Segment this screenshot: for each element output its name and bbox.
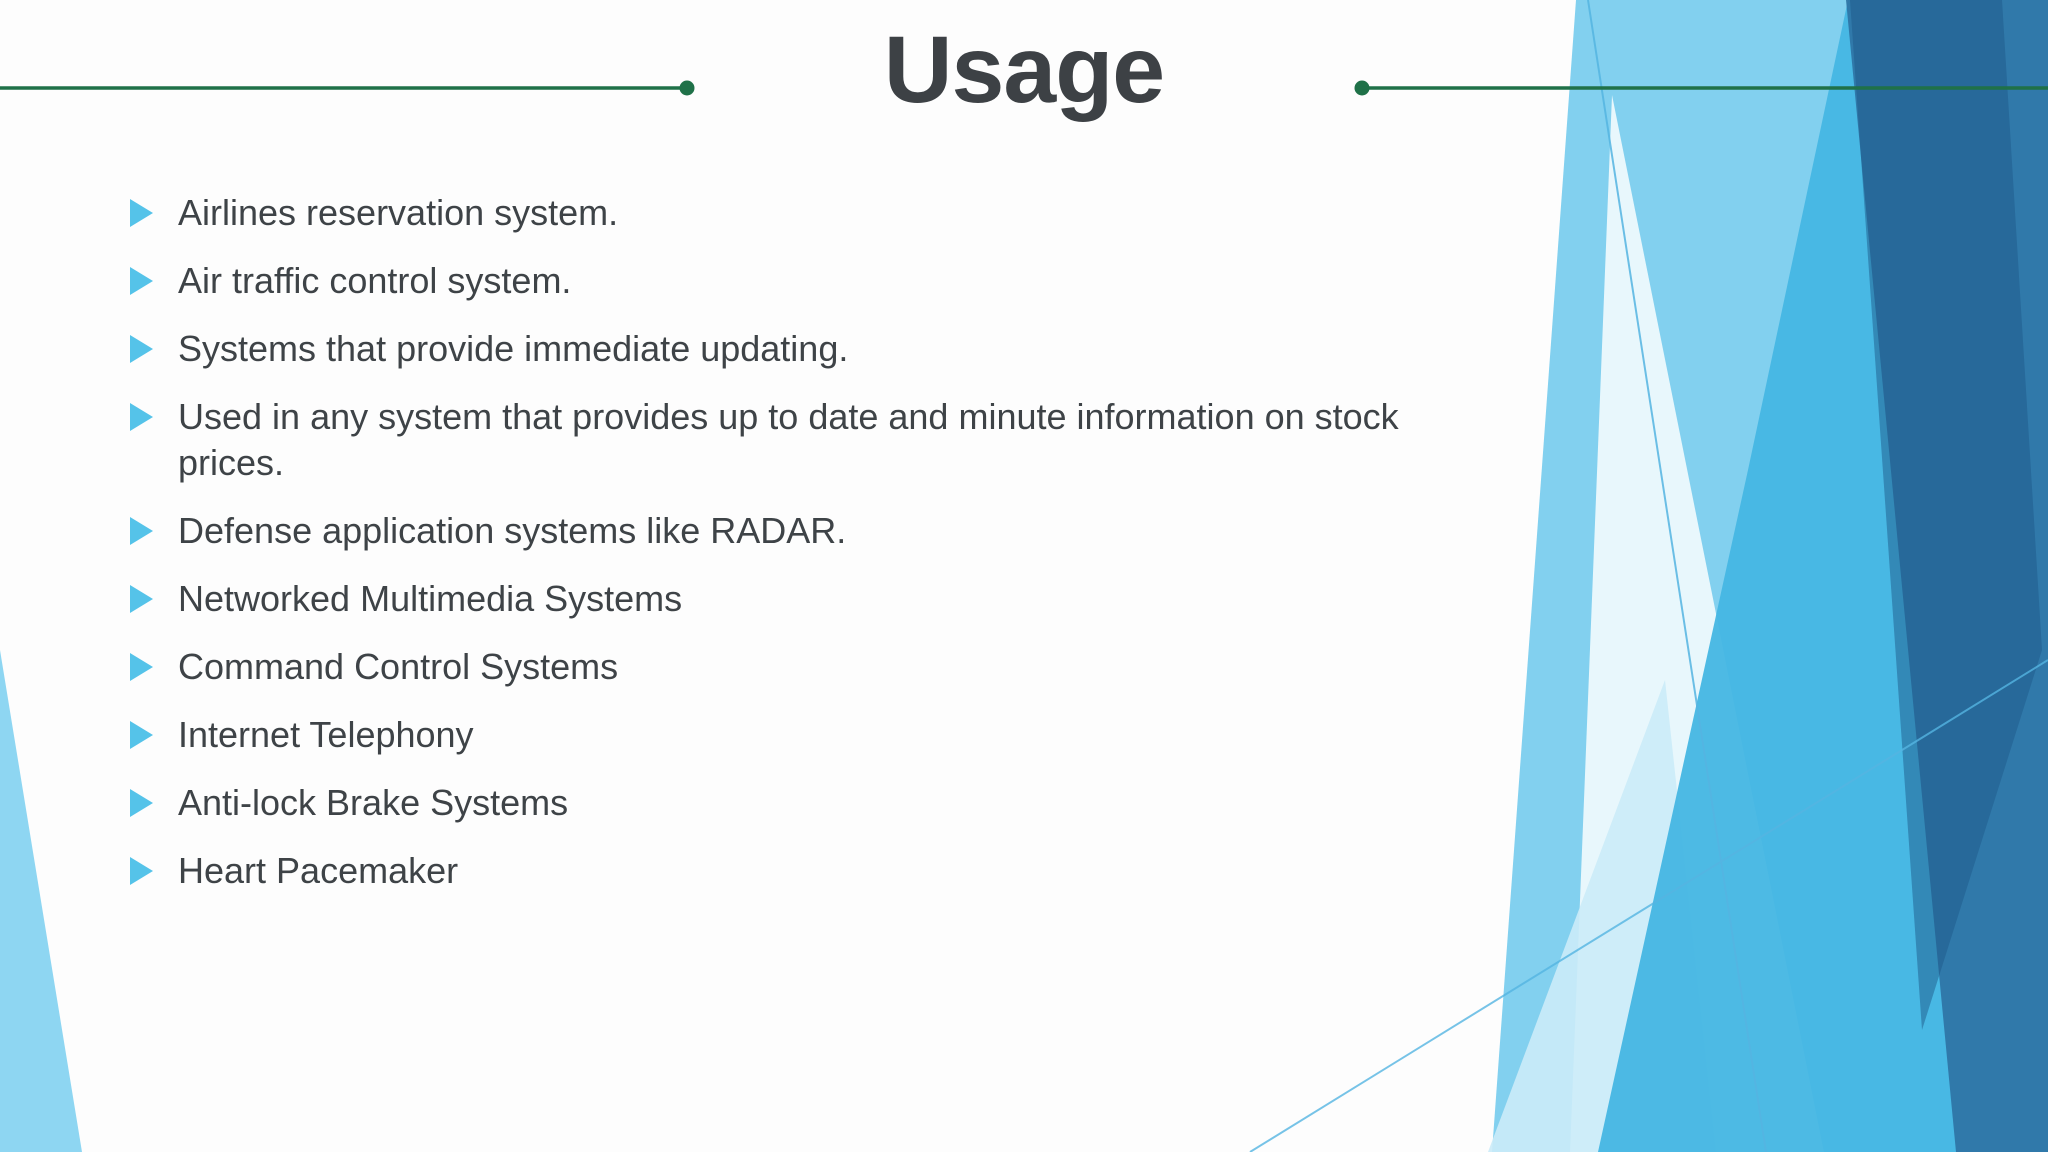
list-item-text: Internet Telephony xyxy=(178,714,474,755)
list-item: Systems that provide immediate updating. xyxy=(130,326,1498,372)
decoration-thin-line-vertical xyxy=(1587,0,1767,1152)
list-item: Internet Telephony xyxy=(130,712,1498,758)
bullet-triangle-icon xyxy=(130,857,153,885)
list-item: Command Control Systems xyxy=(130,644,1498,690)
list-item: Defense application systems like RADAR. xyxy=(130,508,1498,554)
bullet-list: Airlines reservation system. Air traffic… xyxy=(130,190,1498,894)
bullet-triangle-icon xyxy=(130,653,153,681)
bullet-triangle-icon xyxy=(130,517,153,545)
decoration-dark-band xyxy=(1850,0,2042,1030)
list-item-text: Defense application systems like RADAR. xyxy=(178,510,847,551)
list-item-text: Networked Multimedia Systems xyxy=(178,578,683,619)
list-item-text: Systems that provide immediate updating. xyxy=(178,328,849,369)
list-item: Anti-lock Brake Systems xyxy=(130,780,1498,826)
list-item-text: Airlines reservation system. xyxy=(178,192,619,233)
list-item: Airlines reservation system. xyxy=(130,190,1498,236)
bullet-triangle-icon xyxy=(130,721,153,749)
bullet-triangle-icon xyxy=(130,267,153,295)
list-item-text: Command Control Systems xyxy=(178,646,619,687)
list-item-text: Anti-lock Brake Systems xyxy=(178,782,569,823)
title-rule-left-dot-icon xyxy=(679,80,695,96)
list-item: Air traffic control system. xyxy=(130,258,1498,304)
list-item: Heart Pacemaker xyxy=(130,848,1498,894)
list-item-text: Heart Pacemaker xyxy=(178,850,459,891)
bullet-triangle-icon xyxy=(130,335,153,363)
list-item-text: Air traffic control system. xyxy=(178,260,572,301)
list-item: Networked Multimedia Systems xyxy=(130,576,1498,622)
decoration-thin-line-diagonal xyxy=(1249,659,2048,1152)
list-item: Used in any system that provides up to d… xyxy=(130,394,1498,486)
list-item-text: Used in any system that provides up to d… xyxy=(178,396,1399,483)
bullet-triangle-icon xyxy=(130,585,153,613)
slide-title: Usage xyxy=(883,17,1165,123)
bullet-triangle-icon xyxy=(130,403,153,431)
decoration-left-wedge xyxy=(0,650,82,1152)
bullet-triangle-icon xyxy=(130,789,153,817)
bullet-triangle-icon xyxy=(130,199,153,227)
